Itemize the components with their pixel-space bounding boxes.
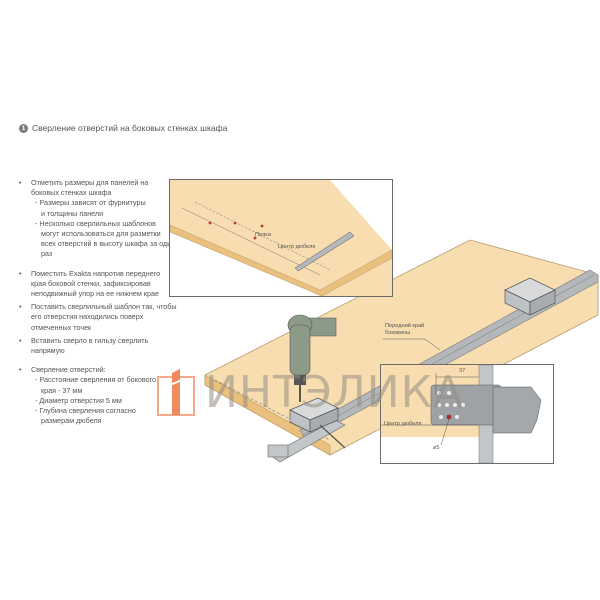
instruction-text: Поставить сверлильный шаблон так, чтобы … — [31, 302, 177, 332]
dowel-center-label: Центр дюбеля — [384, 421, 422, 427]
instruction-text: Вставить сверло в гильзу сверлить напрям… — [31, 335, 149, 356]
instruction-subitem-cont: края - 37 мм — [41, 385, 83, 395]
instruction-item: • Отметить размеры для панелей на боковы… — [17, 178, 177, 260]
diameter-label: ø5 — [433, 445, 440, 451]
step-title-text: Сверление отверстий на боковых стенках ш… — [32, 123, 228, 133]
shelf-label: Полка — [255, 232, 271, 238]
instruction-subitem-cont: размерам дюбеля — [41, 416, 102, 426]
power-drill — [287, 314, 337, 402]
bullet: • — [19, 335, 22, 345]
bullet: • — [19, 365, 22, 375]
drill-template-front — [289, 397, 346, 449]
bullet: • — [19, 268, 22, 278]
step-title: 1 Сверление отверстий на боковых стенках… — [19, 123, 227, 133]
instruction-subitem: - Несколько сверлильных шаблонов — [35, 218, 156, 228]
drill-template-back — [504, 277, 556, 316]
instruction-item: • Поместить Exakta напротив переднего кр… — [17, 269, 177, 300]
instruction-subitem-cont: могут использоваться для разметки всех о… — [41, 229, 176, 259]
instruction-text: Отметить размеры для панелей на боковых … — [31, 178, 149, 198]
bullet: • — [19, 178, 22, 187]
instruction-subitem: - Размеры зависят от фурнитуры — [35, 198, 146, 208]
instruction-text: Поместить Exakta напротив переднего края… — [31, 268, 161, 299]
instruction-subitem-cont: и толщины панели — [41, 208, 104, 218]
instruction-subitem: - Глубина сверления согласно — [35, 406, 136, 416]
instruction-text: Сверление отверстий: — [31, 365, 106, 375]
bullet: • — [19, 302, 22, 312]
instruction-item: • Поставить сверлильный шаблон так, чтоб… — [17, 302, 177, 333]
instructions-list: • Отметить размеры для панелей на боковы… — [17, 178, 177, 429]
instruction-subitem: - Расстояние сверления от бокового — [35, 375, 157, 385]
instruction-subitem: - Диаметр отверстия 5 мм — [35, 395, 122, 405]
dimension-37: 37 — [459, 368, 466, 374]
step-number-badge: 1 — [19, 123, 28, 133]
instruction-item: • Сверление отверстий: - Расстояние свер… — [17, 365, 177, 426]
instruction-item: • Вставить сверло в гильзу сверлить напр… — [17, 336, 177, 356]
template-detail-inset: 37 Центр дюбеля ø5 — [380, 364, 554, 464]
dowel-center-label: Центр дюбеля — [278, 244, 316, 250]
front-edge-label: Передний край боковины — [385, 323, 425, 336]
marking-inset: Полка Центр дюбеля — [169, 179, 393, 297]
